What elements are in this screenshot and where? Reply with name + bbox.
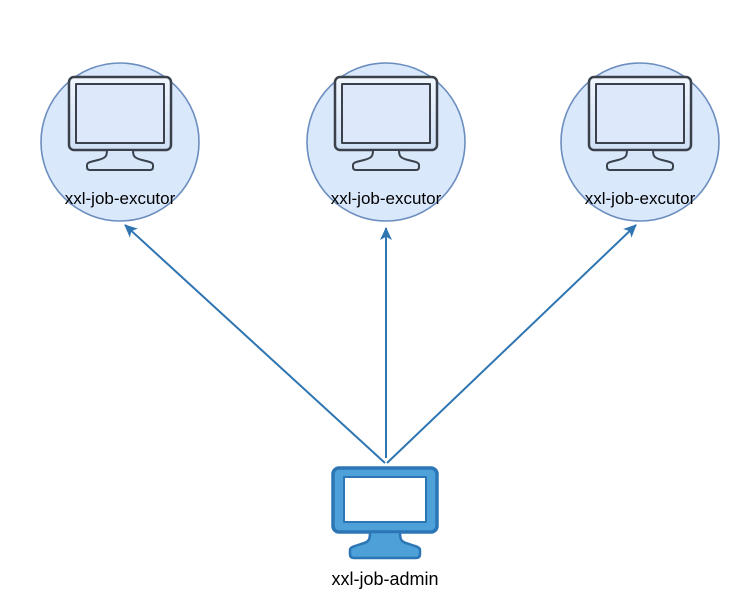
monitor-screen [343, 476, 427, 523]
monitor-stand [348, 530, 422, 560]
node-admin: xxl-job-admin [331, 466, 439, 589]
edge-admin-to-executor-1 [124, 224, 386, 464]
admin-label: xxl-job-admin [331, 569, 438, 589]
node-executor-3: xxl-job-excutor [560, 62, 720, 222]
executor-label: xxl-job-excutor [585, 189, 696, 208]
edges [124, 224, 637, 464]
executor-label: xxl-job-excutor [65, 189, 176, 208]
executor-label: xxl-job-excutor [331, 189, 442, 208]
edge-admin-to-executor-3 [386, 224, 637, 464]
node-executor-2: xxl-job-excutor [306, 62, 466, 222]
node-executor-1: xxl-job-excutor [40, 62, 200, 222]
